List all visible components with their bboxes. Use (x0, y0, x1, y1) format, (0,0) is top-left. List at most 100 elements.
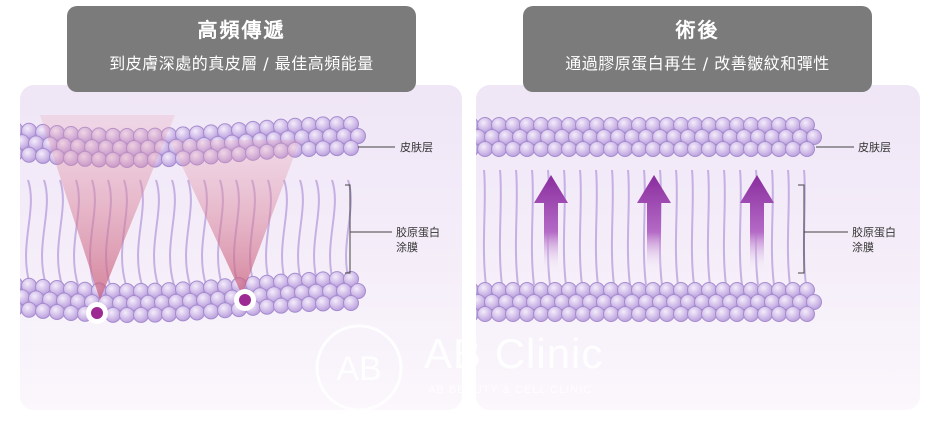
skin-cell (743, 141, 759, 157)
skin-cell (175, 305, 191, 322)
skin-cell (203, 303, 219, 320)
skin-cell (757, 306, 773, 322)
skin-cell (147, 306, 163, 323)
collagen-fiber (786, 169, 791, 286)
skin-cell (631, 141, 647, 157)
collagen-fiber (281, 179, 288, 286)
collagen-fiber (25, 179, 32, 286)
skin-cell (806, 294, 822, 310)
skin-cell (519, 306, 535, 322)
skin-cell (575, 141, 591, 157)
collagen-fiber (610, 169, 615, 286)
skin-cell (785, 141, 801, 157)
collagen-fiber (297, 179, 304, 286)
skin-cell (259, 298, 275, 315)
skin-cell (133, 306, 149, 323)
skin-cell (799, 306, 815, 322)
skin-cell (631, 306, 647, 322)
label-collagen-line1: 胶原蛋白 (852, 226, 896, 239)
skin-cell (617, 306, 633, 322)
skin-cell (343, 116, 359, 133)
skin-cell (603, 306, 619, 322)
skin-cell (533, 141, 549, 157)
collagen-fiber (329, 179, 336, 286)
skin-cell (687, 306, 703, 322)
skin-cell (505, 141, 521, 157)
collagen-fiber (642, 169, 647, 286)
skin-cell (343, 295, 359, 312)
skin-cell (715, 141, 731, 157)
watermark-tagline: AB BEAUTY & CELL CLINIC (428, 384, 593, 396)
skin-cell (673, 306, 689, 322)
logo-text: AB (336, 350, 381, 388)
energy-beam (170, 140, 300, 295)
skin-cell (161, 306, 177, 323)
skin-cell (329, 295, 345, 312)
bracket (345, 184, 351, 274)
collagen-fiber (626, 169, 631, 286)
bracket (798, 184, 805, 274)
skin-cell (561, 141, 577, 157)
collagen-fiber (738, 169, 743, 286)
skin-cell (329, 140, 345, 157)
skin-cell (645, 141, 661, 157)
collagen-fiber (185, 179, 192, 286)
collagen-fiber (690, 169, 695, 286)
skin-cell (715, 306, 731, 322)
skin-cell (161, 151, 177, 168)
skin-cell (301, 140, 317, 157)
skin-cell (743, 306, 759, 322)
label-collagen-line2: 涂膜 (852, 241, 874, 254)
skin-cell (701, 141, 717, 157)
energy-focus-dot (91, 307, 103, 319)
skin-cell (350, 283, 366, 300)
skin-cell (315, 140, 331, 157)
collagen-fiber (57, 179, 64, 286)
caption-title: 高頻傳遞 (197, 18, 286, 42)
collagen-fiber (41, 179, 48, 286)
skin-cell (603, 141, 619, 157)
skin-cell (189, 304, 205, 321)
skin-cell (771, 306, 787, 322)
up-arrow-icon (637, 175, 671, 270)
skin-cell (799, 282, 815, 298)
skin-cell (343, 271, 359, 288)
skin-cell (315, 295, 331, 312)
collagen-fiber (482, 169, 487, 286)
skin-cell (729, 141, 745, 157)
skin-cell (217, 302, 233, 319)
skin-cell (273, 297, 289, 314)
collagen-fiber (153, 179, 160, 286)
skin-cell (491, 306, 507, 322)
skin-cell (35, 302, 51, 319)
skin-cell (785, 306, 801, 322)
skin-cell (806, 129, 822, 145)
illustration-panel-treatment: 皮肤层 胶原蛋白 涂膜 (20, 85, 462, 410)
caption-title: 術後 (675, 18, 720, 42)
energy-focus-dot (239, 294, 251, 306)
label-skin-layer: 皮肤层 (858, 141, 891, 154)
skin-cell (533, 306, 549, 322)
skin-cell (757, 141, 773, 157)
collagen-fiber (594, 169, 599, 286)
up-arrow-icon (534, 175, 568, 270)
skin-cell (771, 141, 787, 157)
caption-box-after: 術後 通過膠原蛋白再生 / 改善皺紋和彈性 (523, 6, 872, 92)
skin-cell (350, 128, 366, 145)
skin-cell (21, 146, 37, 163)
collagen-fiber (578, 169, 583, 286)
skin-cell (687, 141, 703, 157)
collagen-fiber (169, 179, 176, 286)
collagen-fiber (498, 169, 503, 286)
label-skin-layer: 皮肤层 (400, 141, 433, 154)
skin-cell (673, 141, 689, 157)
skin-cell (477, 141, 493, 157)
skin-cell (491, 141, 507, 157)
caption-subtitle: 通過膠原蛋白再生 / 改善皺紋和彈性 (565, 54, 830, 73)
up-arrow-icon (740, 175, 774, 270)
skin-cell (645, 306, 661, 322)
collagen-fiber (674, 169, 679, 286)
skin-cell (547, 141, 563, 157)
caption-box-treatment: 高頻傳遞 到皮膚深處的真皮層 / 最佳高頻能量 (67, 6, 416, 92)
skin-cell (561, 306, 577, 322)
